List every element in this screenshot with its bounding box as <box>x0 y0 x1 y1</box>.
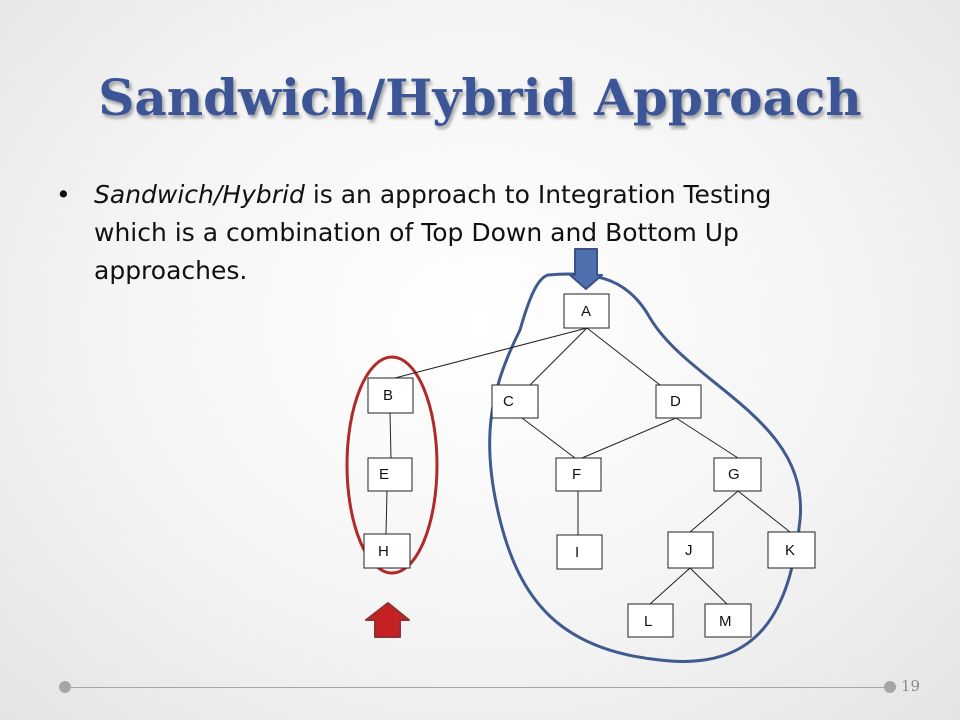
slide-title: Sandwich/Hybrid Approach <box>98 68 862 127</box>
edge-g-j <box>689 490 739 533</box>
footer-dot-left-icon <box>59 681 71 693</box>
edge-c-f <box>521 417 576 459</box>
node-e: E <box>367 457 413 492</box>
node-l-label: L <box>644 613 652 630</box>
tree-edges <box>385 327 791 605</box>
footer-divider <box>70 687 888 688</box>
node-i: I <box>556 534 603 570</box>
node-j: J <box>667 531 714 569</box>
node-f-label: F <box>572 466 581 483</box>
node-k-label: K <box>785 542 795 559</box>
edge-j-l <box>649 567 691 605</box>
top-down-group-outline <box>488 272 802 663</box>
edge-g-k <box>737 490 791 533</box>
edge-d-g <box>675 417 739 459</box>
footer-dot-right-icon <box>884 681 896 693</box>
bullet-dot-icon: • <box>56 180 71 209</box>
node-d-label: D <box>670 393 681 410</box>
node-b-label: B <box>383 387 393 404</box>
node-g: G <box>713 457 762 492</box>
node-b: B <box>367 377 414 414</box>
page-number: 19 <box>901 677 921 695</box>
edge-a-b <box>394 327 588 379</box>
bullet-emphasis: Sandwich/Hybrid <box>94 180 305 209</box>
bottom-up-group-outline <box>345 355 439 575</box>
node-i-label: I <box>575 544 579 561</box>
edge-e-h <box>385 490 388 535</box>
bottom-up-arrow-icon <box>365 602 410 638</box>
node-m: M <box>704 603 752 638</box>
edge-a-c <box>529 327 588 386</box>
node-h: H <box>363 533 411 569</box>
edge-d-f <box>581 417 677 459</box>
node-a: A <box>563 293 610 329</box>
bullet-text: Sandwich/Hybrid is an approach to Integr… <box>94 176 852 290</box>
edge-a-d <box>586 327 661 386</box>
node-c: C <box>491 384 539 419</box>
node-l: L <box>627 603 674 638</box>
bullet-item: • Sandwich/Hybrid is an approach to Inte… <box>56 176 852 290</box>
edge-b-e <box>389 412 392 459</box>
node-g-label: G <box>728 466 740 483</box>
node-e-label: E <box>379 466 389 483</box>
node-c-label: C <box>503 393 514 410</box>
edge-j-m <box>689 567 728 605</box>
node-h-label: H <box>378 543 389 560</box>
node-d: D <box>655 384 702 419</box>
node-m-label: M <box>719 613 732 630</box>
bullet-body: is an approach to Integration Testing wh… <box>94 180 772 285</box>
node-k: K <box>767 531 816 569</box>
node-j-label: J <box>685 542 693 559</box>
node-a-label: A <box>581 303 591 320</box>
node-f: F <box>555 457 602 492</box>
top-down-arrow-icon <box>569 248 603 290</box>
